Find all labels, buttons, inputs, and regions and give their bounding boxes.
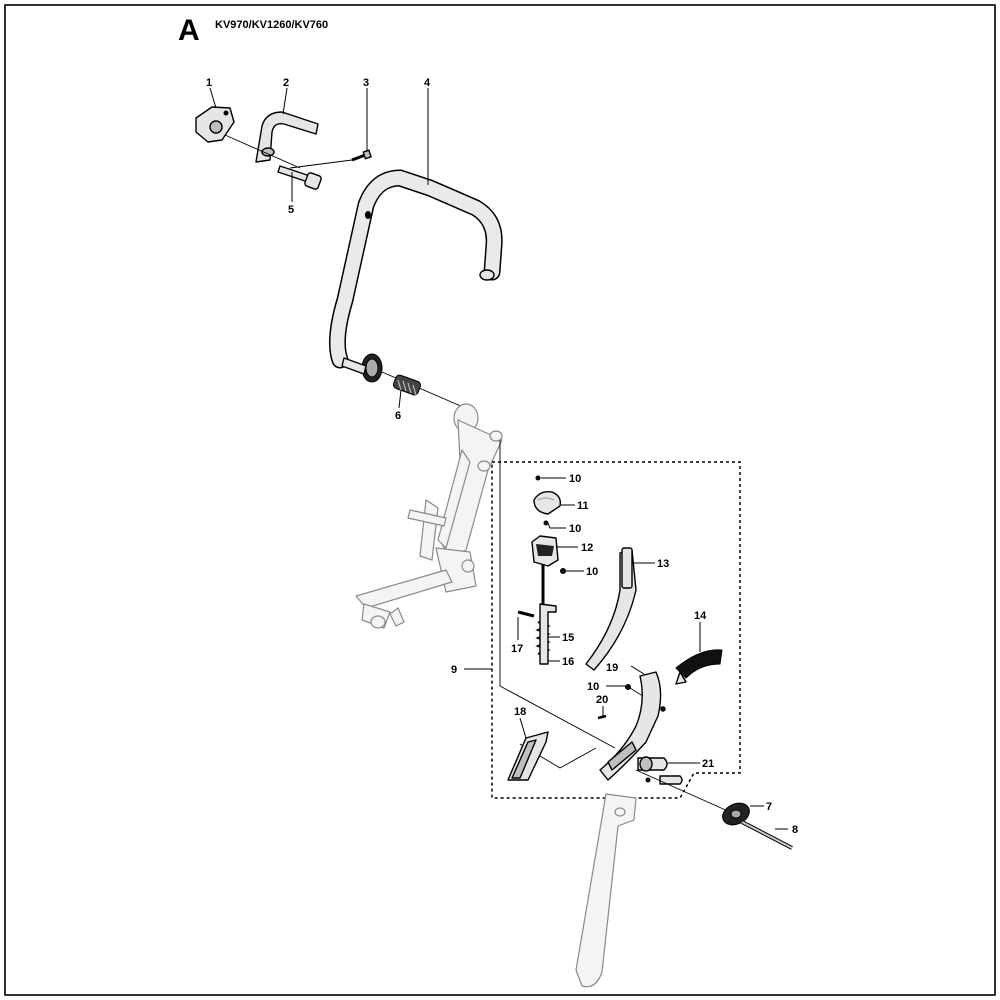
callout-18: 18 (514, 706, 526, 718)
base-frame-ghost (355, 403, 503, 629)
part-16-rod (539, 603, 557, 665)
part-13-lever (585, 547, 637, 671)
callout-15: 15 (562, 632, 574, 644)
callout-6: 6 (395, 410, 401, 422)
callout-10b: 10 (569, 523, 581, 535)
part-10-screw-d (625, 684, 631, 690)
part-12-grip (531, 535, 559, 604)
callout-12: 12 (581, 542, 593, 554)
callout-16: 16 (562, 656, 574, 668)
callout-20: 20 (596, 694, 608, 706)
callout-10c: 10 (586, 566, 598, 578)
part-10-screw-a (535, 475, 541, 481)
part-21-bushing (637, 756, 683, 785)
callout-17: 17 (511, 643, 523, 655)
part-19-plate (599, 671, 662, 781)
lower-arm-ghost (575, 793, 637, 988)
section-letter: A (178, 14, 200, 47)
part-10-screw-b (543, 520, 549, 526)
callout-13: 13 (657, 558, 669, 570)
part-1-cover (195, 106, 235, 143)
part-20-pin (597, 714, 607, 720)
part-14-grip-pad (675, 649, 723, 685)
callout-3: 3 (363, 77, 369, 89)
callout-1: 1 (206, 77, 212, 89)
part-5-pin (277, 165, 322, 190)
page-border (4, 4, 996, 996)
callout-4: 4 (424, 77, 431, 89)
callout-7: 7 (766, 801, 772, 813)
callout-21: 21 (702, 758, 714, 770)
part-10-screw-c (560, 568, 566, 574)
part-6-spring (393, 374, 421, 396)
handle-ratchet (341, 353, 383, 383)
callout-9: 9 (451, 664, 457, 676)
callout-2: 2 (283, 77, 289, 89)
part-2-bracket (255, 111, 319, 163)
callout-8: 8 (792, 824, 798, 836)
part-11-knob (533, 490, 562, 515)
part-4-handle (328, 169, 503, 369)
part-7-nut (722, 802, 750, 826)
part-17-pin (517, 610, 535, 618)
part-18-trigger (507, 731, 549, 781)
assembly-9-boundary (491, 461, 741, 799)
callout-10d: 10 (587, 681, 599, 693)
callout-11: 11 (577, 500, 589, 512)
callout-14: 14 (694, 610, 707, 622)
callout-5: 5 (288, 204, 294, 216)
part-3-screw (351, 149, 372, 162)
callout-10a: 10 (569, 473, 581, 485)
part-8-bolt (741, 820, 793, 850)
callout-19: 19 (606, 662, 618, 674)
model-list: KV970/KV1260/KV760 (215, 19, 328, 31)
